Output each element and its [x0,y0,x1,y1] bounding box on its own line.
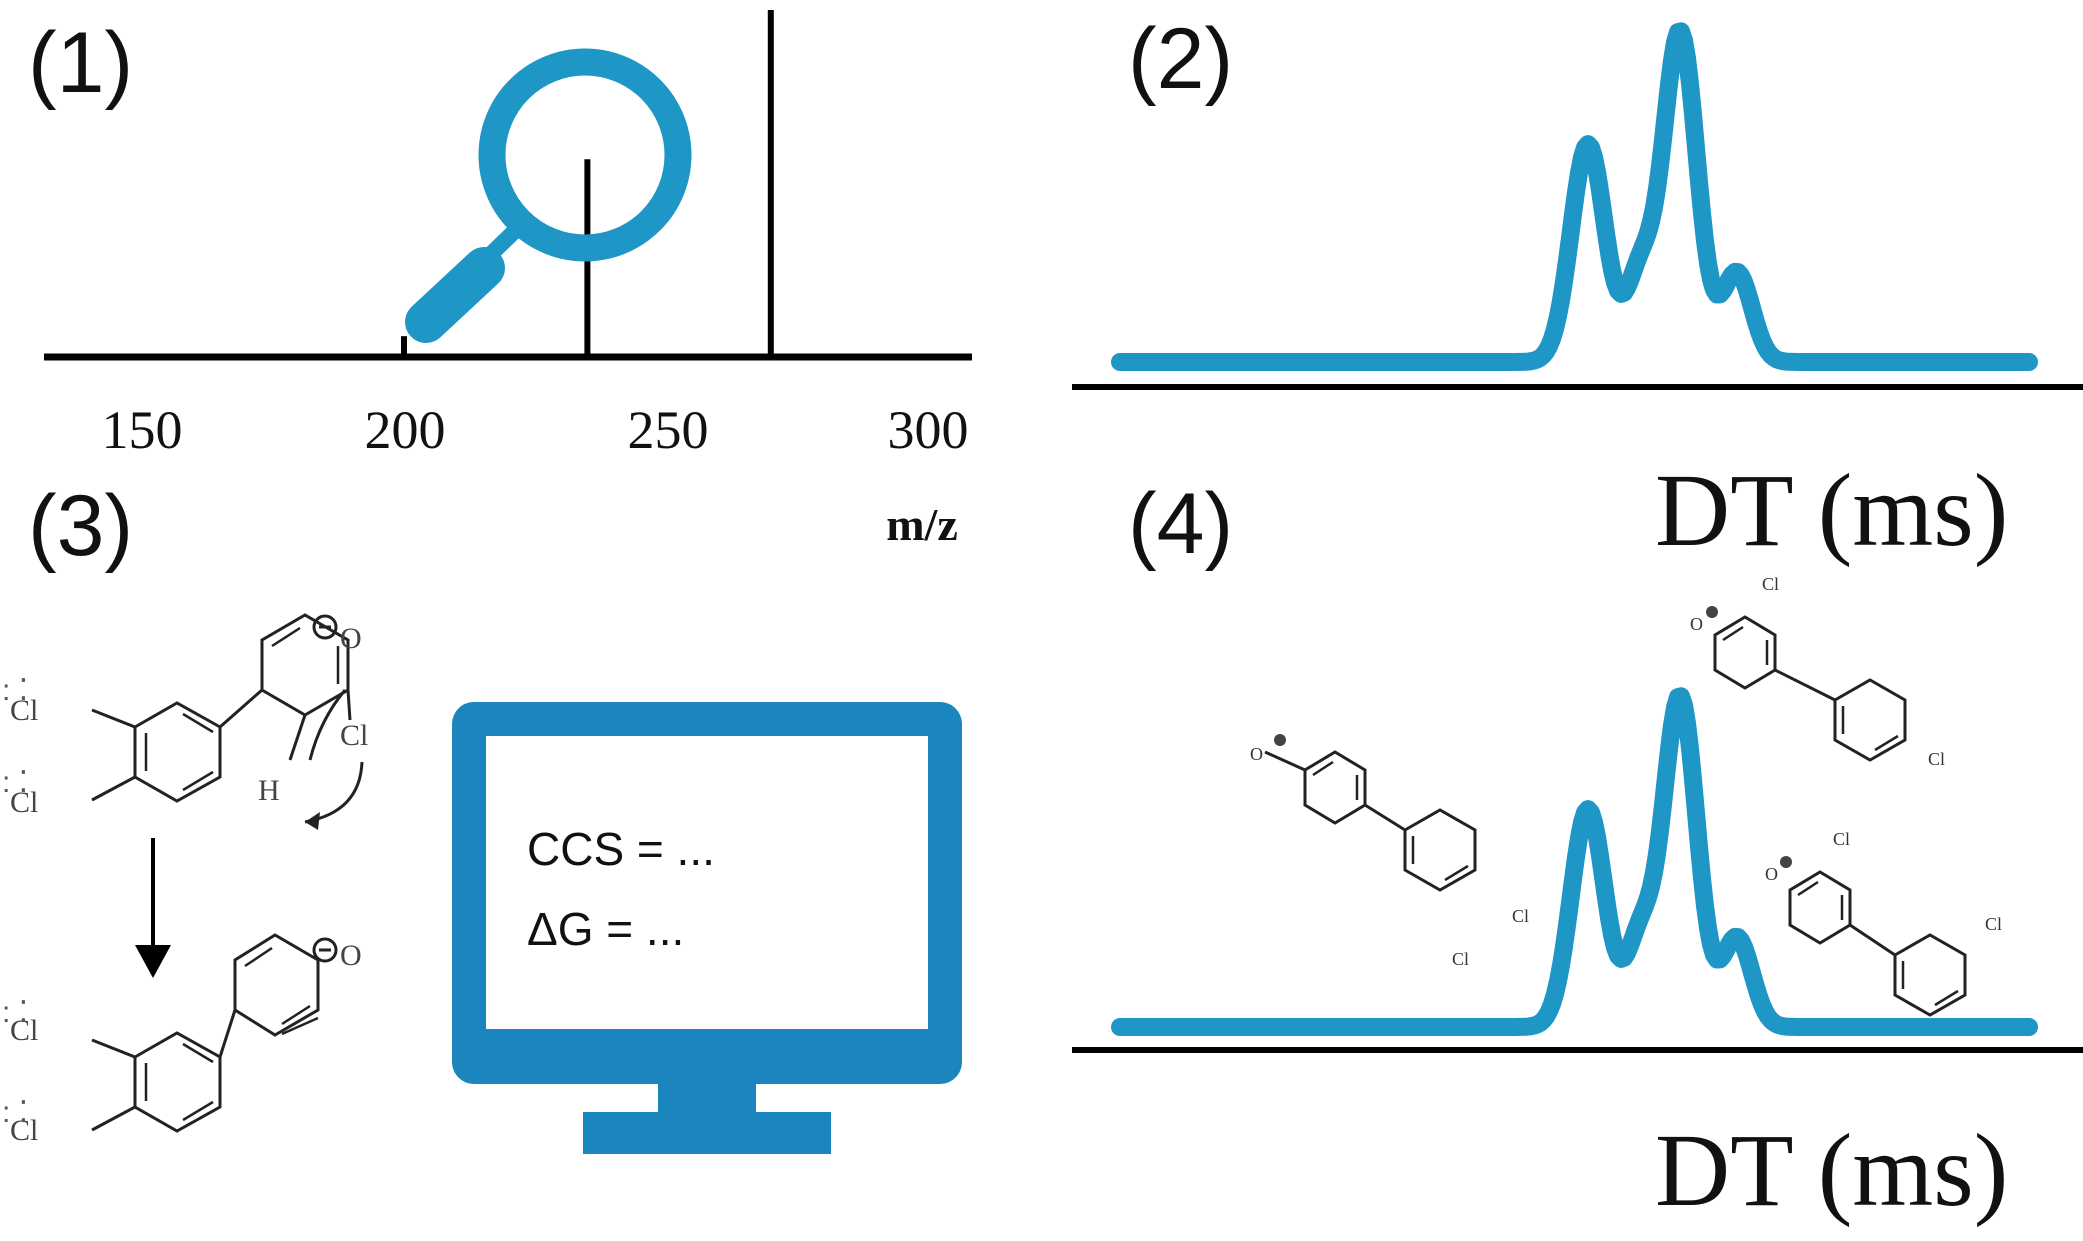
dt-axis-title: DT (ms) [1655,453,2008,568]
arrow-head-icon [135,945,171,978]
chlorine-atom: Cl [10,1114,38,1147]
chlorine-atom: Cl [10,694,38,727]
panel-3: (3) Cl Cl Cl O H : ⁚ [2,478,962,1154]
oxygen-atom: O [1765,864,1778,884]
drift-time-trace [1111,687,2038,1036]
chlorine-atom: Cl [340,719,368,752]
panel-4: (4) DT (ms) Cl Cl O Cl [1072,476,2083,1228]
delta-g-text: ΔG = ... [527,903,684,955]
curved-arrow-icon [304,761,364,824]
hydrogen-atom: H [258,774,280,807]
drift-time-trace [1111,22,2038,371]
isomer-structure: Cl Cl O [1690,574,1945,769]
chlorine-atom: Cl [1928,749,1945,769]
lone-pair-dots: : ⁚ [2,996,28,1029]
dt-axis-title: DT (ms) [1655,1113,2008,1228]
oxygen-atom: O [1690,614,1703,634]
ccs-text: CCS = ... [527,823,715,875]
panel-1-label: (1) [28,15,133,111]
panel-3-label: (3) [28,478,133,574]
oxygen-atom: O [1250,744,1263,764]
magnifier-icon [405,48,692,343]
lone-pair-dots: : ⁚ [2,1096,28,1129]
negative-charge-icon [312,937,338,963]
chlorine-atom: Cl [10,786,38,819]
lone-pair-dots: : ⁚ [2,766,28,799]
charge-icon [1780,856,1792,868]
oxygen-atom: O [340,622,362,655]
isomer-structure: Cl Cl O [1250,734,1529,969]
chlorine-atom: Cl [1762,574,1779,594]
mz-axis-title: m/z [886,499,958,550]
panel-1: (1) 150 200 250 300 m/z [28,10,972,550]
product-molecule: Cl Cl O : ⁚ : ⁚ [2,933,362,1147]
mz-tick-label: 300 [888,400,969,460]
chlorine-atom: Cl [10,1014,38,1047]
arrow-head-icon [305,812,320,830]
isomer-structure: Cl Cl O [1765,829,2002,1017]
oxygen-atom: O [340,939,362,972]
chlorine-atom: Cl [1985,914,2002,934]
mz-tick-label: 150 [102,400,183,460]
panel-2-label: (2) [1128,11,1233,107]
curved-arrow-icon [308,689,347,761]
negative-charge-icon [312,614,338,640]
mz-tick-label: 250 [628,400,709,460]
mz-tick-label: 200 [365,400,446,460]
panel-4-label: (4) [1128,476,1233,572]
charge-icon [1706,606,1718,618]
charge-icon [1274,734,1286,746]
chlorine-atom: Cl [1512,906,1529,926]
reactant-molecule: Cl Cl Cl O H : ⁚ : ⁚ [2,613,368,830]
monitor-icon: CCS = ... ΔG = ... [452,702,962,1154]
lone-pair-dots: : ⁚ [2,674,28,707]
chlorine-atom: Cl [1452,949,1469,969]
panel-2: (2) DT (ms) [1072,11,2083,568]
chlorine-atom: Cl [1833,829,1850,849]
